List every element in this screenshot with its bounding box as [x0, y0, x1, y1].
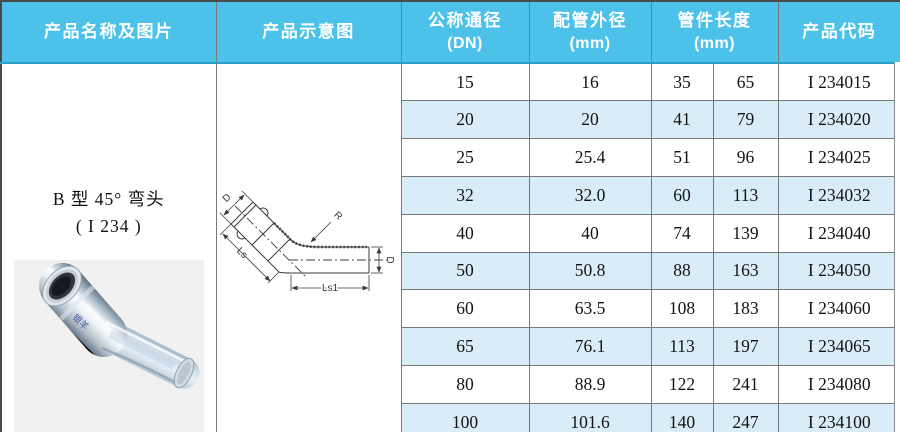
cell-code: I 234050: [777, 251, 900, 291]
cell-length-b: 96: [712, 138, 779, 177]
cell-dn: 20: [400, 100, 530, 140]
pipe-end-cap: [173, 357, 194, 389]
cell-length-a: 74: [650, 213, 714, 253]
cell-code: I 234032: [777, 175, 900, 215]
header-length: 管件长度 (mm): [650, 0, 779, 64]
table-row: 100 101.6 140 247 I 234100: [1, 402, 900, 432]
header-length-line2: (mm): [693, 34, 736, 52]
table-row: 80 88.9 122 241 I 234080: [1, 365, 900, 404]
cell-dn: 40: [400, 213, 530, 253]
cell-dn: 60: [400, 289, 530, 329]
cell-length-b: 241: [712, 365, 779, 404]
product-photo: 银羊: [13, 260, 204, 432]
cell-od: 16: [528, 62, 652, 102]
header-length-line1: 管件长度: [677, 10, 752, 30]
cell-length-b: 79: [712, 100, 779, 140]
header-schematic-label: 产品示意图: [262, 21, 355, 41]
cell-length-a: 122: [650, 365, 714, 404]
dim-label-ls1: Ls1: [321, 283, 338, 294]
header-od-line1: 配管外径: [553, 10, 627, 30]
cell-length-b: 139: [712, 213, 779, 253]
cell-code: I 234060: [777, 289, 900, 329]
cell-code: I 234100: [777, 402, 900, 432]
table-row: 65 76.1 113 197 I 234065: [1, 327, 900, 366]
header-row: 产品名称及图片 产品示意图 公称通径 (DN) 配管外径 (mm) 管件长度 (…: [0, 0, 900, 64]
table-row: B 型 45° 弯头 ( I 234 ): [0, 62, 900, 432]
cell-od: 32.0: [528, 175, 652, 215]
cell-od: 76.1: [528, 327, 652, 366]
header-dn: 公称通径 (DN): [400, 0, 530, 64]
cell-length-b: 65: [712, 62, 779, 102]
cell-length-a: 113: [650, 327, 714, 366]
dim-label-d-socket: D: [220, 192, 233, 205]
cell-length-b: 197: [712, 327, 779, 366]
cell-dn: 80: [400, 365, 530, 404]
header-code: 产品代码: [777, 0, 900, 64]
cell-od: 25.4: [528, 138, 652, 177]
cell-code: I 234040: [777, 213, 900, 253]
header-od-line2: (mm): [569, 34, 611, 52]
cell-length-b: 113: [712, 175, 779, 215]
cell-code: I 234065: [777, 327, 900, 366]
cell-length-a: 140: [650, 402, 714, 432]
cell-length-b: 163: [712, 251, 779, 291]
header-od: 配管外径 (mm): [528, 0, 652, 64]
cell-length-b: 183: [712, 289, 779, 329]
product-name-line2: ( I 234 ): [75, 216, 142, 237]
cell-od: 40: [528, 213, 652, 253]
cell-dn: 65: [400, 327, 530, 366]
cell-od: 50.8: [528, 251, 652, 291]
table-row: 20 20 41 79 I 234020: [1, 100, 900, 140]
schematic-drawing: [219, 190, 387, 291]
cell-code: I 234080: [777, 365, 900, 404]
cell-dn: 100: [400, 402, 530, 432]
product-cell: B 型 45° 弯头 ( I 234 ): [0, 62, 217, 432]
header-code-label: 产品代码: [802, 21, 877, 41]
cell-length-a: 41: [650, 100, 714, 140]
table-row: 50 50.8 88 163 I 234050: [1, 251, 900, 291]
cell-dn: 50: [400, 251, 530, 291]
cell-od: 101.6: [528, 402, 652, 432]
table-row: 32 32.0 60 113 I 234032: [1, 175, 900, 215]
table-row: 60 63.5 108 183 I 234060: [1, 289, 900, 329]
header-product-name: 产品名称及图片: [0, 0, 217, 64]
cell-dn: 25: [400, 138, 530, 177]
cell-length-a: 60: [650, 175, 714, 215]
header-dn-line2: (DN): [447, 34, 483, 52]
page-right-margin: [894, 62, 900, 432]
cell-length-b: 247: [712, 402, 779, 432]
cell-code: I 234015: [777, 62, 900, 102]
schematic-diagram: D Ls R Ls1 D: [219, 190, 395, 296]
header-product-name-label: 产品名称及图片: [44, 21, 174, 41]
header-schematic: 产品示意图: [215, 0, 402, 64]
cell-length-a: 108: [650, 289, 714, 329]
cell-od: 20: [528, 100, 652, 140]
cell-od: 63.5: [528, 289, 652, 329]
cell-code: I 234020: [777, 100, 900, 140]
cell-length-a: 35: [650, 62, 714, 102]
cell-length-a: 51: [650, 138, 714, 177]
table-row: 25 25.4 51 96 I 234025: [1, 138, 900, 177]
product-name-line1: B 型 45° 弯头: [52, 189, 165, 209]
dim-label-r: R: [331, 210, 344, 223]
dim-label-d-pipe: D: [384, 256, 395, 263]
schematic-cell: D Ls R Ls1 D: [215, 62, 402, 432]
cell-od: 88.9: [528, 365, 652, 404]
cell-dn: 15: [400, 62, 530, 102]
cell-length-a: 88: [650, 251, 714, 291]
cell-code: I 234025: [777, 138, 900, 177]
socket-mouth: [41, 265, 82, 307]
header-dn-line1: 公称通径: [428, 10, 502, 30]
product-name: B 型 45° 弯头 ( I 234 ): [2, 186, 216, 240]
cell-dn: 32: [400, 175, 530, 215]
